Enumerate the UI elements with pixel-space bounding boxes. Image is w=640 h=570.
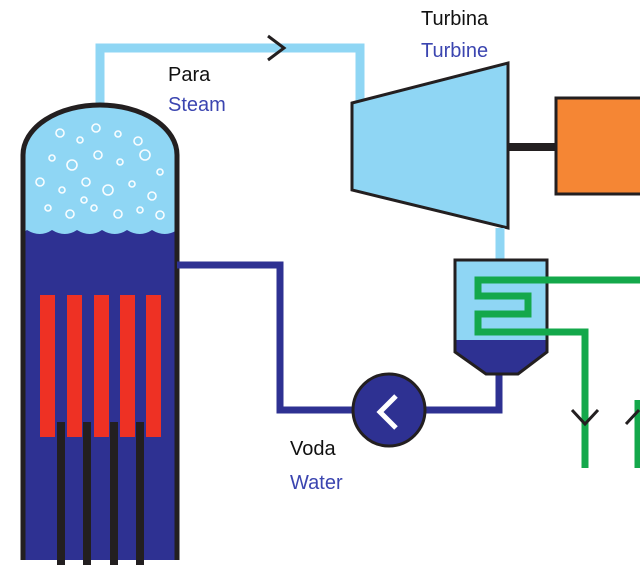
generator <box>554 96 640 196</box>
control-rod <box>83 422 91 565</box>
steam-pipe <box>95 43 365 112</box>
water-pipe <box>177 261 503 414</box>
steam-label: Para <box>168 64 211 86</box>
steam-label-english: Steam <box>168 94 226 116</box>
water-label-english: Water <box>290 472 343 494</box>
cooling-loop <box>474 276 640 468</box>
control-rod <box>110 422 118 565</box>
water-label: Voda <box>290 438 336 460</box>
fuel-rod <box>94 295 109 437</box>
chevron-right-icon <box>267 34 287 62</box>
steam-bubbles <box>35 123 165 220</box>
chevron-down-icon <box>570 408 600 427</box>
chevron-left-icon <box>376 394 398 430</box>
fuel-rods <box>40 295 161 437</box>
turbine-shaft <box>508 143 558 151</box>
fuel-rod <box>40 295 55 437</box>
control-rods <box>57 422 144 565</box>
turbine <box>350 61 510 230</box>
fuel-rod <box>67 295 82 437</box>
fuel-rod <box>120 295 135 437</box>
control-rod <box>57 422 65 565</box>
control-rod <box>136 422 144 565</box>
fuel-rod <box>146 295 161 437</box>
turbine-label: Turbina <box>421 8 489 30</box>
chevron-down-icon <box>624 408 640 426</box>
pump[interactable] <box>351 372 427 448</box>
turbine-label-english: Turbine <box>421 40 489 62</box>
